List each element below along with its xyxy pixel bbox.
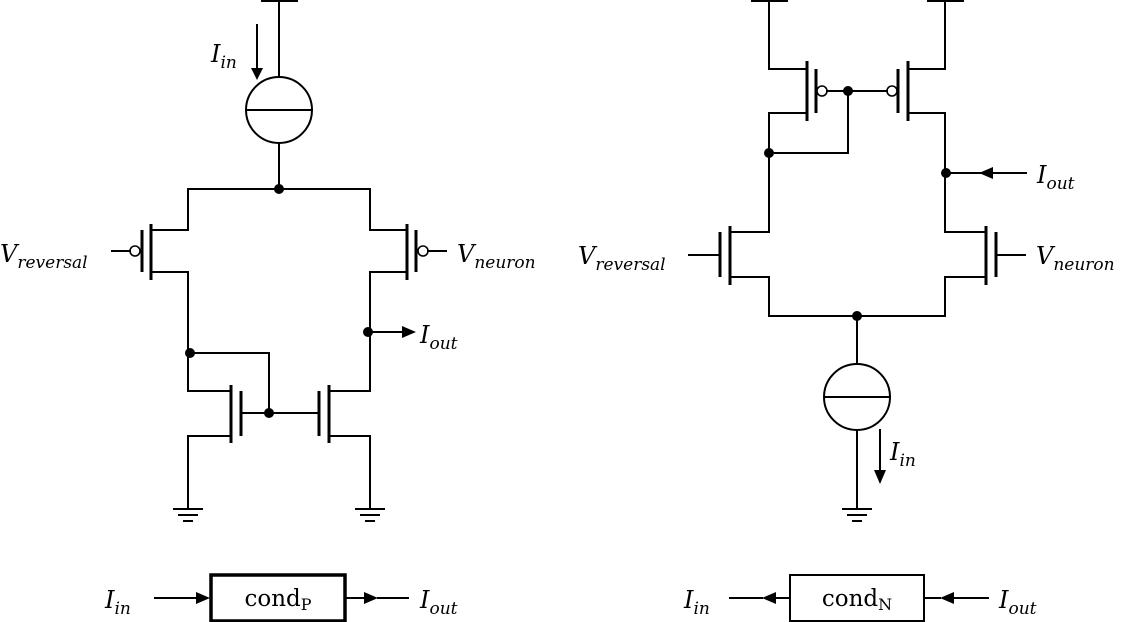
- block-n-iout-label: Iout: [998, 586, 1037, 619]
- block-cond-p: Iin condP Iout: [104, 573, 458, 622]
- right-iout-label: Iout: [1036, 161, 1075, 194]
- block-p-iout-label: Iout: [419, 586, 458, 619]
- block-p-box: [209, 573, 347, 622]
- left-iin-label: Iin: [210, 40, 237, 73]
- right-circuit: Vreversal Vneuron Iout: [578, 0, 1115, 522]
- left-current-source: [245, 76, 313, 144]
- block-cond-n: Iin condN Iout: [683, 574, 1037, 622]
- block-n-name: condN: [822, 586, 892, 614]
- block-n-iin-label: Iin: [683, 586, 710, 619]
- left-iout-arrow: [369, 326, 416, 338]
- left-tail-node: [274, 184, 284, 194]
- right-ground: [842, 508, 872, 522]
- right-vreversal-label: Vreversal: [578, 242, 666, 275]
- left-ground-2: [355, 508, 385, 522]
- left-vneuron-label: Vneuron: [457, 240, 536, 273]
- right-nmos-vneuron: [944, 112, 1026, 317]
- block-p-iin-label: Iin: [104, 586, 131, 619]
- left-iout-label: Iout: [419, 321, 458, 354]
- right-vneuron-label: Vneuron: [1036, 242, 1115, 275]
- right-pmos-mirror: [764, 61, 946, 158]
- left-iin-arrow: [251, 24, 263, 80]
- right-iin-label: Iin: [889, 438, 916, 471]
- left-ground-1: [173, 508, 203, 522]
- left-circuit: Iin Vreversal Vneuron: [0, 0, 536, 522]
- right-current-source: [823, 363, 891, 431]
- left-pmos-vneuron: [369, 188, 447, 392]
- left-pmos-vreversal: [111, 188, 189, 354]
- block-p-name: condP: [244, 586, 311, 614]
- right-iout-arrow: [945, 167, 1027, 179]
- left-vreversal-label: Vreversal: [0, 240, 88, 273]
- left-nmos-mirror: [185, 348, 371, 509]
- right-iin-arrow: [874, 429, 886, 484]
- right-nmos-vreversal: [688, 112, 770, 317]
- left-iout-node: [363, 327, 373, 337]
